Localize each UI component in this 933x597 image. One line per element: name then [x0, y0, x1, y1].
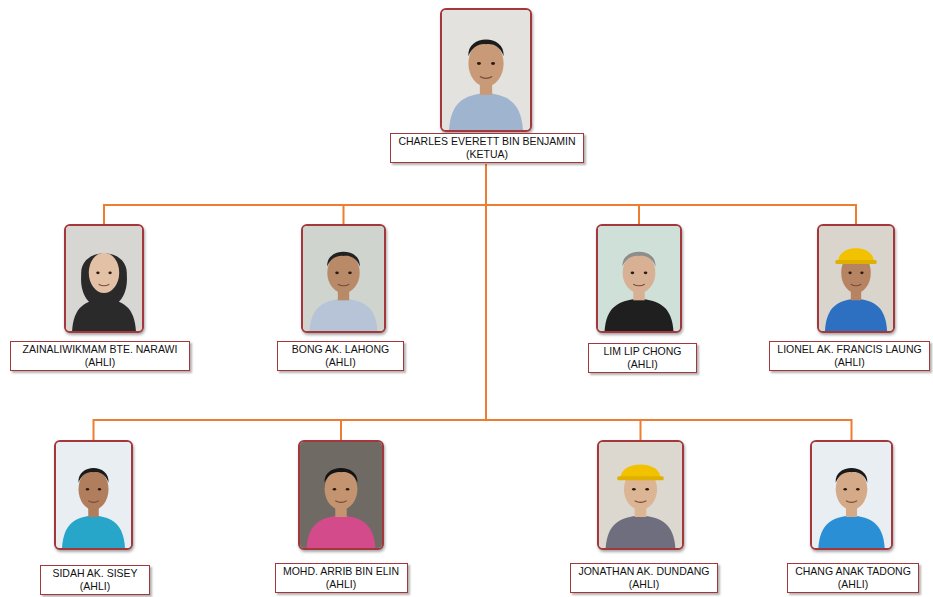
portrait-photo: [819, 226, 893, 331]
member-photo: [54, 440, 133, 550]
member-name: BONG AK. LAHONG: [283, 343, 398, 356]
portrait-photo: [300, 442, 382, 548]
member-role: (AHLI): [46, 580, 144, 593]
member-role: (AHLI): [594, 358, 691, 371]
member-name: SIDAH AK. SISEY: [46, 567, 144, 580]
portrait-photo: [303, 226, 384, 331]
member-name: JONATHAN AK. DUNDANG: [576, 565, 712, 578]
org-connector: [486, 164, 852, 440]
portrait-photo: [66, 226, 142, 331]
name-box: JONATHAN AK. DUNDANG(AHLI): [570, 563, 718, 593]
member-photo: [298, 440, 384, 550]
member-name: MOHD. ARRIB BIN ELIN: [281, 565, 402, 578]
name-box: SIDAH AK. SISEY(AHLI): [40, 565, 150, 595]
member-name: LIM LIP CHONG: [594, 345, 691, 358]
portrait-photo: [442, 10, 530, 130]
member-photo: [810, 440, 893, 550]
portrait-photo: [812, 442, 891, 548]
member-role: (AHLI): [16, 356, 184, 369]
name-box: ZAINALIWIKMAM BTE. NARAWI(AHLI): [10, 341, 190, 371]
member-card: BONG AK. LAHONG(AHLI): [277, 224, 404, 372]
member-photo: [817, 224, 895, 333]
member-card: ZAINALIWIKMAM BTE. NARAWI(AHLI): [10, 224, 190, 372]
member-card: JONATHAN AK. DUNDANG(AHLI): [570, 440, 718, 594]
member-photo: [596, 224, 682, 333]
member-name: CHARLES EVERETT BIN BENJAMIN: [396, 135, 578, 148]
member-photo: [597, 440, 684, 550]
member-card: LIM LIP CHONG(AHLI): [588, 224, 697, 374]
name-box: CHARLES EVERETT BIN BENJAMIN(KETUA): [390, 133, 584, 163]
member-name: LIONEL AK. FRANCIS LAUNG: [775, 343, 924, 356]
member-role: (AHLI): [576, 578, 712, 591]
member-card: MOHD. ARRIB BIN ELIN(AHLI): [275, 440, 408, 594]
member-photo: [440, 8, 532, 132]
member-role: (AHLI): [283, 356, 398, 369]
portrait-photo: [599, 442, 682, 548]
org-connector: [104, 164, 486, 224]
org-connector: [486, 164, 856, 224]
name-box: MOHD. ARRIB BIN ELIN(AHLI): [275, 563, 408, 593]
name-box: CHANG ANAK TADONG(AHLI): [787, 563, 919, 593]
portrait-photo: [56, 442, 131, 548]
member-card: SIDAH AK. SISEY(AHLI): [40, 440, 150, 596]
member-card: LIONEL AK. FRANCIS LAUNG(AHLI): [769, 224, 930, 372]
member-name: ZAINALIWIKMAM BTE. NARAWI: [16, 343, 184, 356]
member-card: CHANG ANAK TADONG(AHLI): [787, 440, 919, 594]
org-connector: [486, 164, 639, 224]
member-role: (KETUA): [396, 148, 578, 161]
name-box: BONG AK. LAHONG(AHLI): [277, 341, 404, 371]
member-role: (AHLI): [281, 578, 402, 591]
member-card: CHARLES EVERETT BIN BENJAMIN(KETUA): [390, 8, 584, 164]
member-name: CHANG ANAK TADONG: [793, 565, 913, 578]
member-role: (AHLI): [793, 578, 913, 591]
portrait-photo: [598, 226, 680, 331]
org-connector: [344, 164, 487, 224]
name-box: LIM LIP CHONG(AHLI): [588, 343, 697, 373]
name-box: LIONEL AK. FRANCIS LAUNG(AHLI): [769, 341, 930, 371]
member-role: (AHLI): [775, 356, 924, 369]
org-connector: [94, 164, 487, 440]
member-photo: [301, 224, 386, 333]
member-photo: [64, 224, 144, 333]
